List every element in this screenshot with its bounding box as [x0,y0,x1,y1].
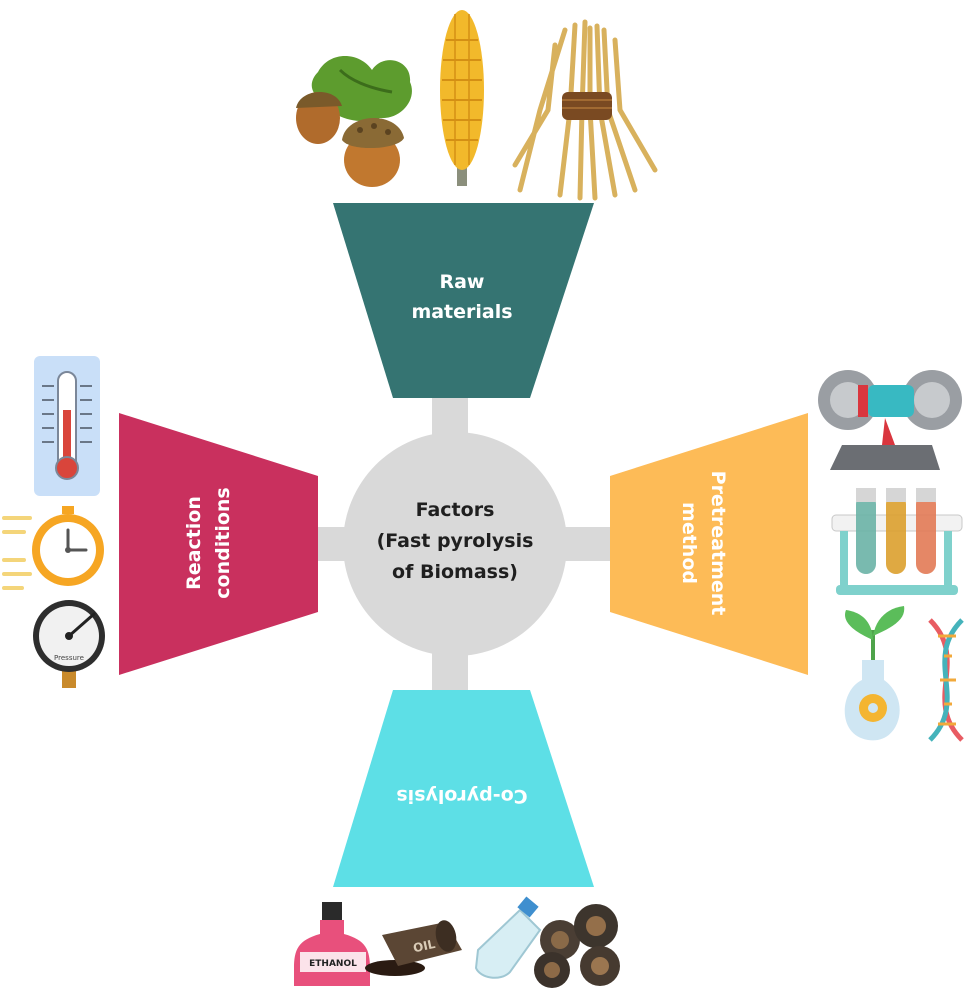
funnel-bottom-label: Co-pyrolysis [396,785,527,807]
test-tubes-icon [831,488,963,595]
center-title-line2: (Fast pyrolysis [377,530,534,552]
funnel-top-label-line1: Raw [439,271,484,293]
center-title-line3: of Biomass) [392,561,518,583]
funnel-co-pyrolysis: Co-pyrolysis [333,690,594,887]
bench-grinder-icon [818,370,962,470]
funnel-right-shape [610,413,808,675]
funnel-right-label-line2: method [678,502,700,584]
funnel-right-label-line1: Pretreatment [707,471,729,616]
center-title-line1: Factors [416,499,495,521]
plastic-bottle-icon [474,896,542,979]
dna-icon [928,618,964,742]
clock-icon [2,506,104,590]
acorn-icon [296,56,412,187]
funnel-reaction-conditions: Reaction conditions [119,413,318,675]
plant-flask-icon [844,606,905,741]
oil-barrel-icon: OIL [365,920,462,976]
funnel-left-label-line2: conditions [212,487,234,598]
funnel-raw-materials: Raw materials [333,203,594,398]
central-hub: Factors (Fast pyrolysis of Biomass) [315,395,610,695]
pressure-gauge-icon: Pressure [33,600,105,688]
tires-icon [534,904,620,988]
funnel-left-label-line1: Reaction [183,496,205,590]
funnel-top-shape [333,203,594,398]
thermometer-icon [34,356,100,496]
funnel-pretreatment-method: Pretreatment method [610,413,808,675]
barrel-label: OIL [412,937,437,955]
funnel-top-label-line2: materials [411,301,512,323]
gauge-label: Pressure [54,654,84,662]
funnel-bottom-shape [333,690,594,887]
straw-bundle-icon [512,19,658,201]
ethanol-label: ETHANOL [309,959,357,969]
ethanol-bottle-icon: ETHANOL [294,902,370,986]
corn-icon [440,10,484,186]
funnel-left-shape [119,413,318,675]
hub-circle [343,432,567,656]
